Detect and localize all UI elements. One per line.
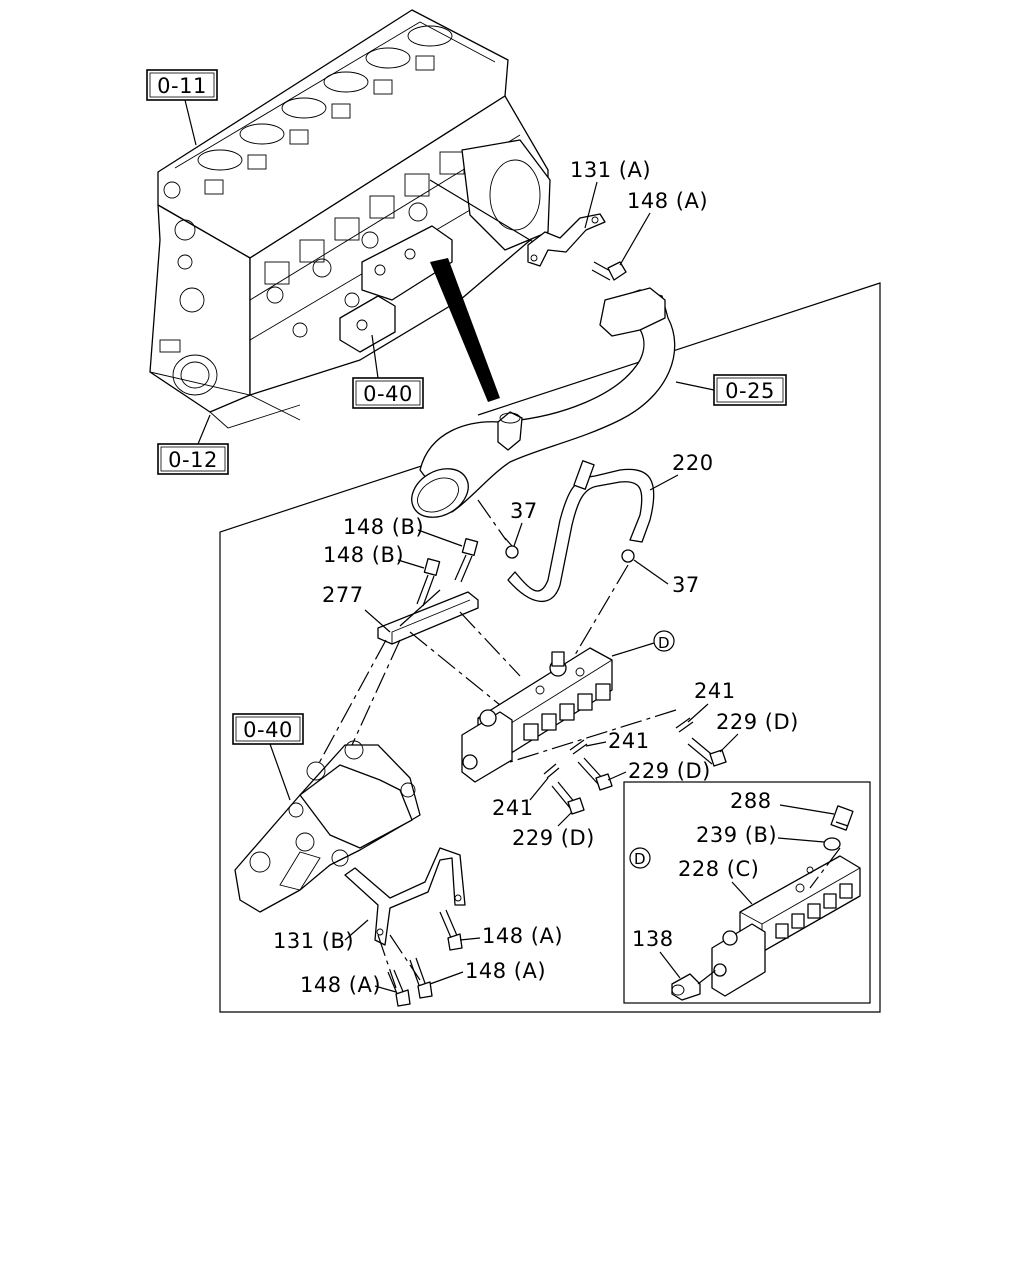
callout-131a: 131 (A)	[570, 158, 651, 182]
callout-241-a: 241	[694, 679, 736, 703]
bolt-148a-b1	[439, 909, 463, 951]
callout-148a-b1: 148 (A)	[482, 924, 563, 948]
marker-d-label: D	[658, 634, 670, 652]
callout-220: 220	[672, 451, 714, 475]
callout-131b: 131 (B)	[273, 929, 354, 953]
ref-label-0-12: 0-12	[168, 448, 218, 472]
ref-label-0-25: 0-25	[725, 379, 775, 403]
ref-bracket-top: 0-40	[352, 377, 424, 409]
fitting-138	[671, 973, 701, 1001]
callout-148a-b2: 148 (A)	[465, 959, 546, 983]
callout-229d-b: 229 (D)	[628, 759, 711, 783]
pin-241-a	[675, 717, 694, 733]
oring-239b	[823, 837, 841, 851]
callout-138: 138	[632, 927, 674, 951]
pointer-arrow	[430, 258, 500, 402]
callout-228c: 228 (C)	[678, 857, 759, 881]
callout-229d-c: 229 (D)	[512, 826, 595, 850]
exploded-view-frame	[219, 282, 881, 1013]
mounted-bracket	[339, 225, 453, 353]
bolt-148a-b3	[387, 969, 411, 1007]
bolt-148a-top	[591, 261, 627, 281]
callout-148b-upper: 148 (B)	[343, 515, 424, 539]
manifold-d	[461, 647, 613, 783]
ref-block-upper: 0-11	[146, 69, 218, 101]
inset-detail-d: D	[623, 781, 871, 1004]
inset-marker-d: D	[629, 847, 651, 869]
ref-pipe: 0-25	[713, 374, 787, 406]
fitting-288	[830, 805, 854, 831]
manifold-228c	[711, 855, 861, 997]
bolt-148b-lower	[416, 558, 441, 607]
callout-148a-top: 148 (A)	[627, 189, 708, 213]
callout-37-right: 37	[672, 573, 700, 597]
callout-148a-b3: 148 (A)	[300, 973, 381, 997]
bolt-229d-a	[687, 737, 727, 767]
callout-241-b: 241	[608, 729, 650, 753]
pin-241-b	[569, 739, 588, 755]
callout-37-left: 37	[510, 499, 538, 523]
callout-239b: 239 (B)	[696, 823, 777, 847]
ref-label-0-40-top: 0-40	[363, 382, 413, 406]
bolt-148b-upper	[454, 538, 479, 583]
ref-block-lower: 0-12	[157, 443, 229, 475]
hose-220	[507, 460, 655, 602]
clamp-37-right	[621, 549, 635, 563]
bolt-229d-c	[551, 781, 585, 815]
marker-d: D	[653, 630, 675, 652]
inset-marker-d-label: D	[634, 850, 646, 868]
callout-229d-a: 229 (D)	[716, 710, 799, 734]
bracket-131b	[344, 847, 466, 946]
callout-288: 288	[730, 789, 772, 813]
callout-241-c: 241	[492, 796, 534, 820]
callout-148b-lower: 148 (B)	[323, 543, 404, 567]
clamp-37-left	[504, 537, 519, 559]
engine-block	[149, 9, 551, 429]
pin-241-c	[543, 763, 560, 779]
ref-bracket-detail: 0-40	[232, 713, 304, 745]
bolt-229d-b	[577, 757, 613, 791]
bolt-148a-b2	[409, 957, 433, 999]
pipe-assembly	[411, 287, 676, 518]
bracket-277	[377, 589, 479, 645]
ref-label-0-40-detail: 0-40	[243, 718, 293, 742]
callout-277: 277	[322, 583, 364, 607]
ref-label-0-11: 0-11	[157, 74, 207, 98]
bracket-0-40	[234, 740, 421, 913]
